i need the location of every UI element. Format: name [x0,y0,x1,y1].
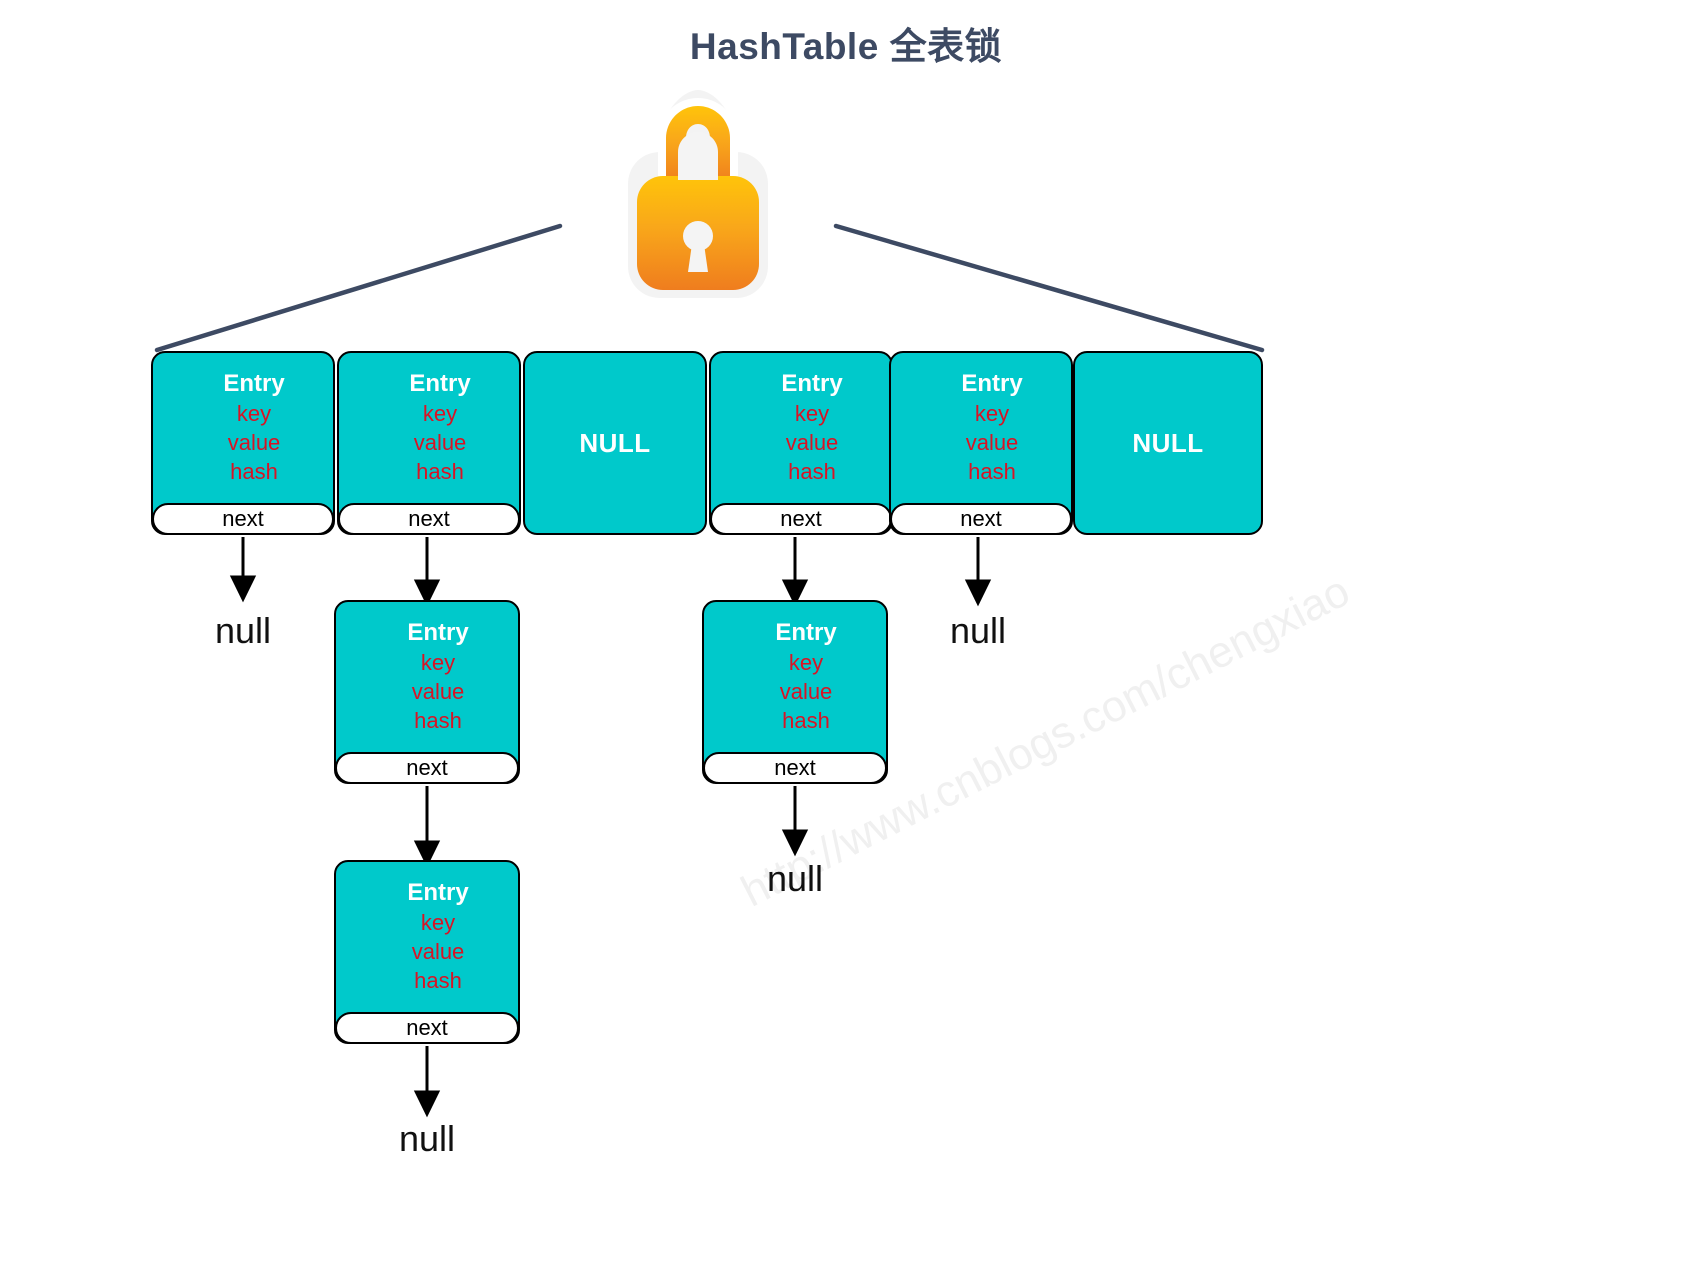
entry-body: Entry key value hash [339,353,519,501]
entry-label: Entry [775,618,837,646]
entry-body: Entry key value hash [336,602,518,750]
entry-field-hash: hash [416,458,464,484]
entry-field-hash: hash [230,458,278,484]
entry-field-value: value [227,429,281,455]
entry-field-value: value [411,938,465,964]
entry-field-hash: hash [968,458,1016,484]
entry-field-hash: hash [414,707,462,733]
null-terminal-bucket0: null [214,610,272,651]
null-terminal-bucket4: null [949,610,1007,651]
entry-body: Entry key value hash [336,862,518,1010]
null-terminal-bucket1: null [398,1118,456,1159]
entry-label: Entry [223,369,285,397]
chain-node-bucket1-0[interactable]: Entry key value hash next [334,600,520,784]
entry-field-value: value [411,678,465,704]
entry-next-slot[interactable]: next [703,752,887,784]
entry-label: Entry [409,369,471,397]
null-cell-label: NULL [1132,427,1204,458]
entry-field-value: value [413,429,467,455]
entry-next-slot[interactable]: next [335,1012,519,1044]
bucket-cell-5[interactable]: NULL [1073,351,1263,535]
entry-field-key: key [420,909,456,935]
entry-field-hash: hash [782,707,830,733]
entry-next-slot[interactable]: next [890,503,1072,535]
null-terminal-bucket3: null [766,858,824,899]
bucket-cell-3[interactable]: Entry key value hash next [709,351,893,535]
entry-label: Entry [781,369,843,397]
entry-field-value: value [965,429,1019,455]
entry-field-key: key [236,400,272,426]
null-cell-label: NULL [579,427,651,458]
entry-field-key: key [788,649,824,675]
entry-label: Entry [407,878,469,906]
entry-body: Entry key value hash [704,602,886,750]
entry-label: Entry [407,618,469,646]
entry-field-value: value [785,429,839,455]
entry-body: Entry key value hash [891,353,1071,501]
entry-field-key: key [420,649,456,675]
entry-next-slot[interactable]: next [152,503,334,535]
entry-field-key: key [974,400,1010,426]
chain-node-bucket3-0[interactable]: Entry key value hash next [702,600,888,784]
bucket-cell-0[interactable]: Entry key value hash next [151,351,335,535]
entry-field-key: key [422,400,458,426]
entry-field-hash: hash [414,967,462,993]
entry-field-value: value [779,678,833,704]
bucket-cell-2[interactable]: NULL [523,351,707,535]
chain-node-bucket1-1[interactable]: Entry key value hash next [334,860,520,1044]
bucket-cell-1[interactable]: Entry key value hash next [337,351,521,535]
entry-next-slot[interactable]: next [338,503,520,535]
entry-field-key: key [794,400,830,426]
padlock-icon [588,88,808,303]
entry-next-slot[interactable]: next [710,503,892,535]
entry-label: Entry [961,369,1023,397]
entry-next-slot[interactable]: next [335,752,519,784]
page-title: HashTable 全表锁 [689,26,1003,67]
bucket-cell-4[interactable]: Entry key value hash next [889,351,1073,535]
entry-body: Entry key value hash [711,353,891,501]
entry-field-hash: hash [788,458,836,484]
entry-body: Entry key value hash [153,353,333,501]
